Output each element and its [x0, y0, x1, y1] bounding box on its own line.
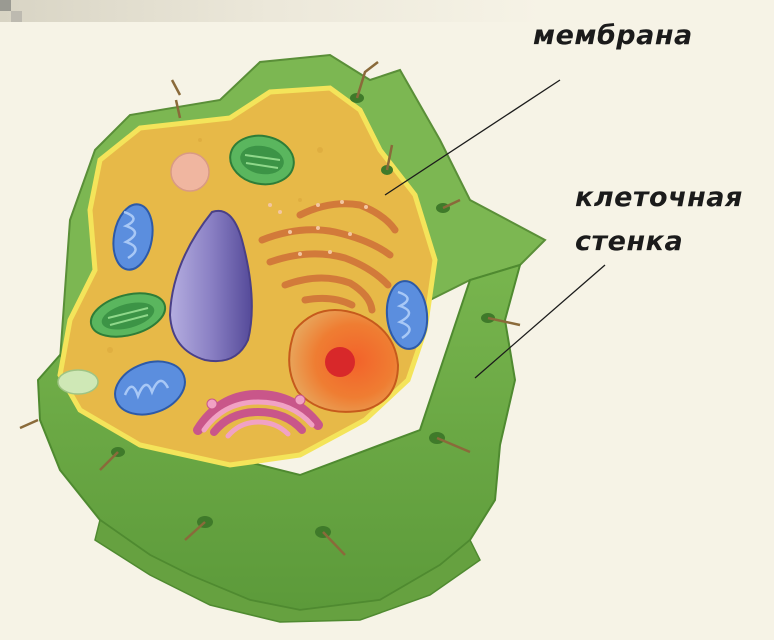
vesicle [171, 153, 209, 191]
nucleolus [325, 347, 355, 377]
leucoplast [58, 370, 98, 394]
cell-wall-label-line2: стенка [575, 226, 683, 257]
membrane-label: мембрана [533, 20, 693, 51]
cell-wall-label-line1: клеточная [575, 182, 743, 213]
